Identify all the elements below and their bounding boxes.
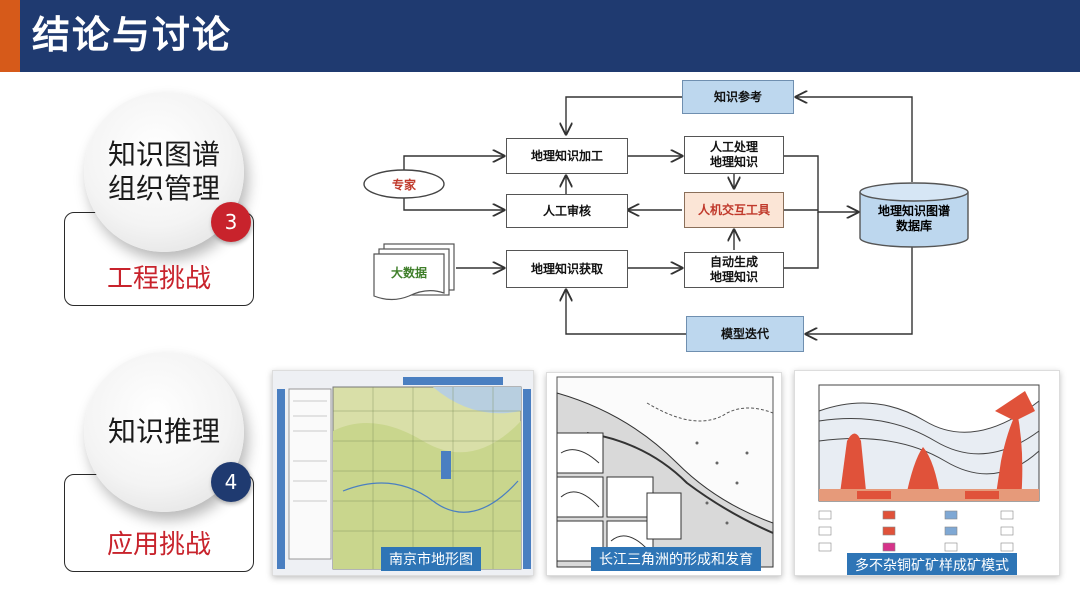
manual-processing-box: 人工处理地理知识 (684, 136, 784, 174)
geo-knowledge-acquisition-box: 地理知识获取 (506, 250, 628, 288)
human-machine-interaction-tool-box: 人机交互工具 (684, 192, 784, 228)
expert-label: 专家 (364, 176, 444, 193)
big-data-label: 大数据 (376, 264, 442, 281)
ore-deposit-model-image: 多不杂铜矿矿样成矿模式 (794, 370, 1060, 576)
nanjing-topographic-map-image: 南京市地形图 (272, 370, 534, 576)
model-iteration-box: 模型迭代 (686, 316, 804, 352)
geo-knowledge-processing-box: 地理知识加工 (506, 138, 628, 174)
image-caption: 多不杂铜矿矿样成矿模式 (847, 553, 1017, 576)
knowledge-reference-box: 知识参考 (682, 80, 794, 114)
auto-generated-knowledge-box: 自动生成地理知识 (684, 252, 784, 288)
delta-map-icon (547, 373, 782, 576)
ore-model-icon (795, 371, 1060, 576)
topographic-map-icon (273, 371, 534, 576)
yangtze-delta-image: 长江三角洲的形成和发育 (546, 372, 782, 576)
manual-review-box: 人工审核 (506, 194, 628, 228)
database-label: 地理知识图谱 数据库 (860, 204, 968, 234)
image-caption: 南京市地形图 (381, 547, 481, 571)
image-caption: 长江三角洲的形成和发育 (591, 547, 761, 571)
